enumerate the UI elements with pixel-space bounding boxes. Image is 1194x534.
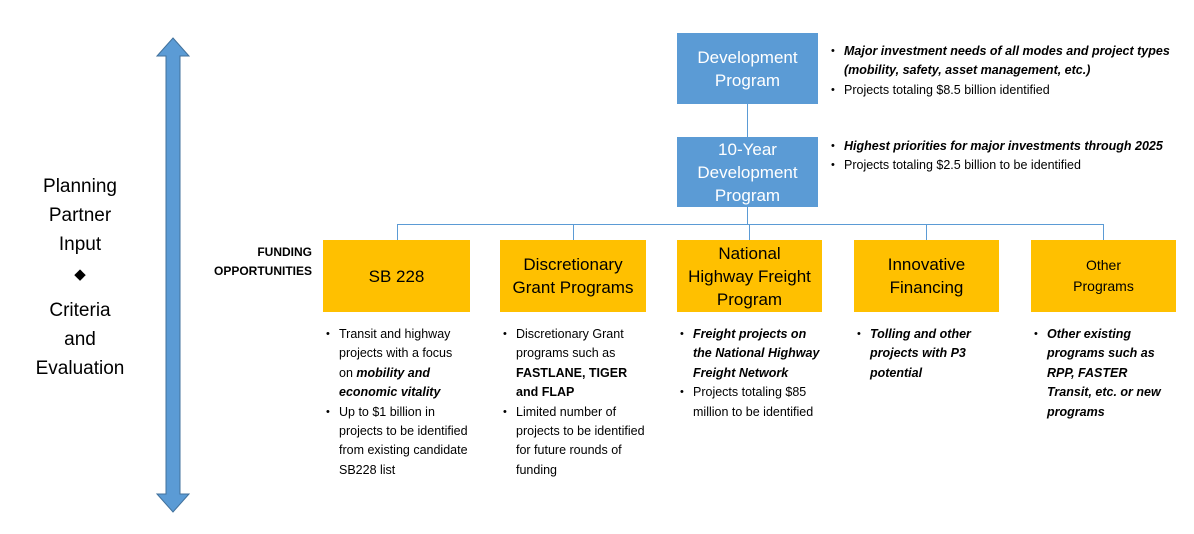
- bullet-text: Tolling and other projects with P3 poten…: [870, 327, 971, 380]
- bullet-text: Projects totaling $8.5 billion identifie…: [844, 82, 1050, 97]
- development-program-bullets: Major investment needs of all modes and …: [831, 42, 1171, 101]
- funding-opportunities-label: FUNDING OPPORTUNITIES: [213, 245, 312, 278]
- bullet-text: Other existing programs such as RPP, FAS…: [1047, 327, 1161, 419]
- bullet-text: Limited number of projects to be identif…: [516, 404, 645, 477]
- connector: [1103, 224, 1104, 240]
- bullet-item: Discretionary Grant programs such as FAS…: [503, 325, 645, 403]
- funding-box-discretionary-grant-programs: Discretionary Grant Programs: [500, 240, 646, 312]
- bullet-item: Freight projects on the National Highway…: [680, 325, 821, 383]
- bullet-text: Freight projects on the National Highway…: [693, 327, 820, 380]
- planning-partner-input-label: Planning Partner Input: [20, 172, 140, 259]
- bullet-text: mobility and economic vitality: [339, 365, 441, 400]
- funding-bullets: Freight projects on the National Highway…: [680, 325, 821, 422]
- bullet-item: Highest priorities for major investments…: [831, 137, 1176, 157]
- bullet-item: Tolling and other projects with P3 poten…: [857, 325, 998, 383]
- criteria-evaluation-label: Criteria and Evaluation: [20, 296, 140, 383]
- connector: [397, 224, 398, 240]
- bullet-text: Major investment needs of all modes and …: [844, 44, 1170, 78]
- bullet-item: Major investment needs of all modes and …: [831, 42, 1171, 81]
- bullet-item: Limited number of projects to be identif…: [503, 403, 645, 481]
- funding-bullets: Other existing programs such as RPP, FAS…: [1034, 325, 1175, 422]
- bullet-text: Projects totaling $2.5 billion to be ide…: [844, 158, 1081, 173]
- diamond-icon: ◆: [74, 266, 86, 283]
- funding-box-other-programs: Other Programs: [1031, 240, 1176, 312]
- label-line: Partner: [48, 205, 112, 226]
- funding-box-national-highway-freight-program: National Highway Freight Program: [677, 240, 822, 312]
- bullet-text: Up to $1 billion in projects to be ident…: [339, 404, 468, 477]
- bullet-text: Transit and highway projects with a focu…: [339, 327, 453, 380]
- label-line: and: [64, 329, 96, 350]
- label-line: Input: [58, 234, 102, 255]
- bullet-item: Projects totaling $2.5 billion to be ide…: [831, 156, 1176, 176]
- connector: [573, 224, 574, 240]
- bullet-item: Up to $1 billion in projects to be ident…: [326, 403, 469, 481]
- funding-bullets: Tolling and other projects with P3 poten…: [857, 325, 998, 383]
- bullet-item: Projects totaling $85 million to be iden…: [680, 383, 821, 422]
- bullet-text: Projects totaling $85 million to be iden…: [693, 385, 814, 419]
- funding-box-innovative-financing: Innovative Financing: [854, 240, 999, 312]
- ten-year-program-box: 10-Year Development Program: [677, 137, 818, 207]
- bullet-item: Transit and highway projects with a focu…: [326, 325, 469, 403]
- bullet-text: Highest priorities for major investments…: [844, 139, 1163, 153]
- connector: [749, 224, 750, 240]
- double-arrow-icon: [155, 37, 191, 513]
- label-line: Evaluation: [35, 358, 125, 379]
- connector: [926, 224, 927, 240]
- label-line: Criteria: [49, 300, 111, 321]
- label-line: Planning: [43, 176, 117, 197]
- development-program-box: Development Program: [677, 33, 818, 104]
- funding-bullets: Discretionary Grant programs such as FAS…: [503, 325, 645, 480]
- ten-year-program-bullets: Highest priorities for major investments…: [831, 137, 1176, 176]
- connector: [747, 104, 748, 137]
- bullet-item: Projects totaling $8.5 billion identifie…: [831, 81, 1171, 101]
- bullet-text: FASTLANE, TIGER and FLAP: [516, 365, 628, 400]
- connector: [397, 224, 1104, 225]
- funding-bullets: Transit and highway projects with a focu…: [326, 325, 469, 480]
- connector: [747, 207, 748, 224]
- bullet-text: Discretionary Grant programs such as: [516, 327, 624, 361]
- funding-box-sb-228: SB 228: [323, 240, 470, 312]
- bullet-item: Other existing programs such as RPP, FAS…: [1034, 325, 1175, 422]
